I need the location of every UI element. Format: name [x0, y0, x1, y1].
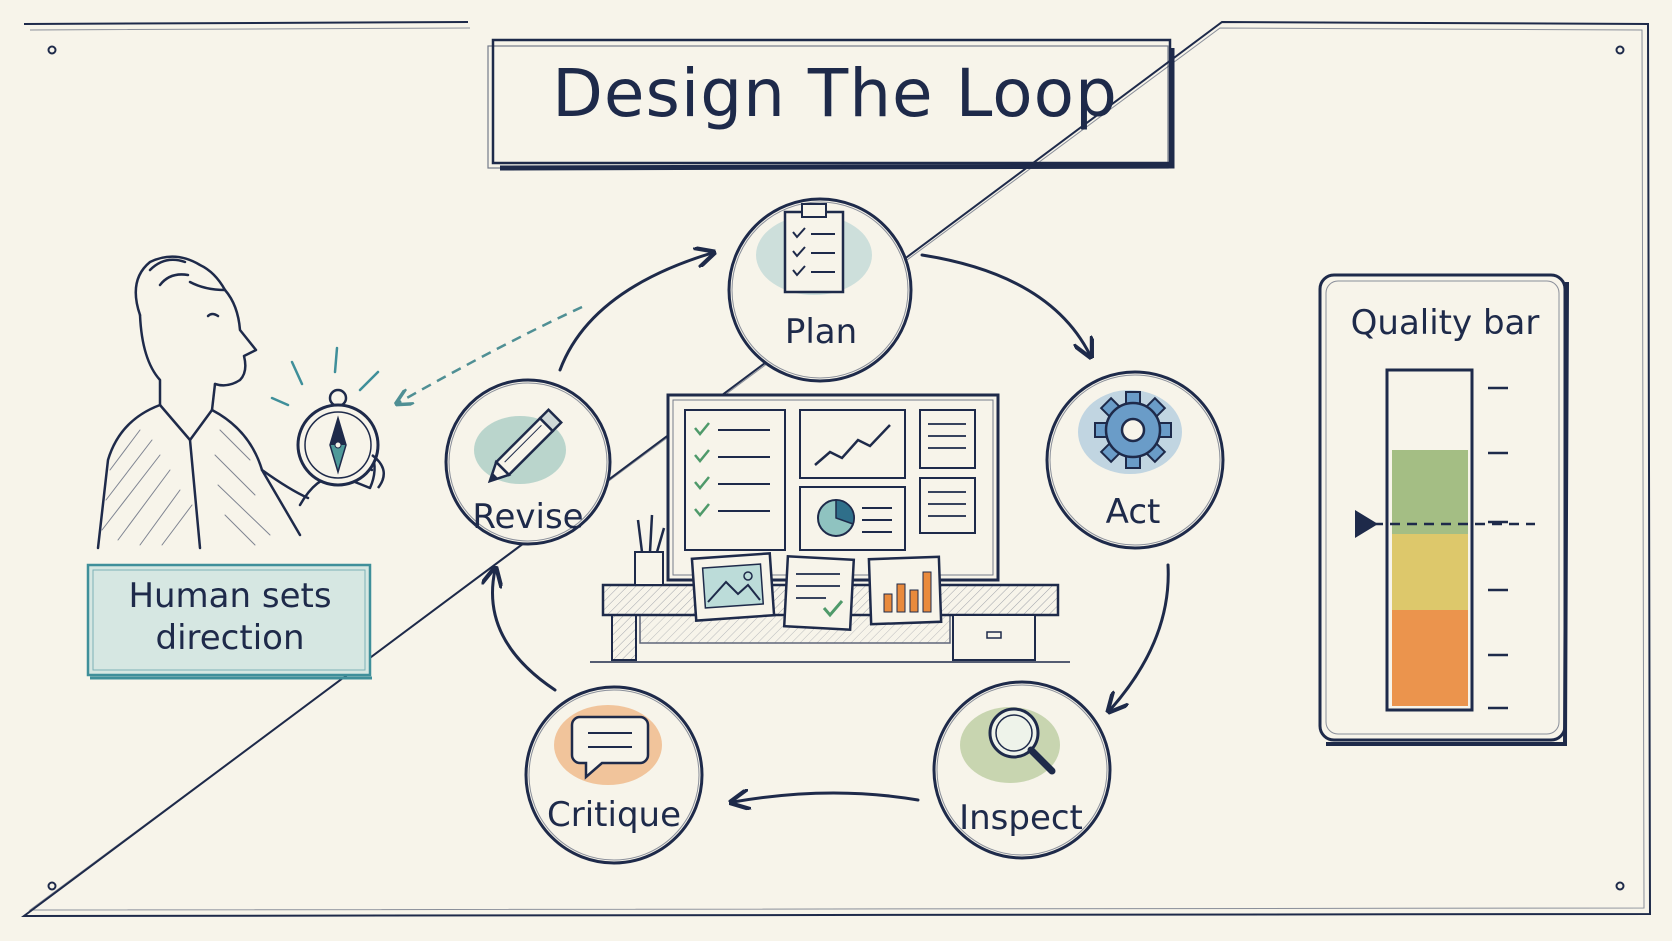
clipboard-checklist-icon [756, 203, 872, 295]
quality-gauge [1355, 368, 1535, 712]
inspect-node [932, 680, 1112, 860]
human-label-box [86, 563, 372, 680]
human-figure [96, 255, 376, 550]
document-check-card [782, 555, 856, 631]
loop-arrows [493, 253, 1170, 802]
image-card [690, 552, 776, 622]
revise-node [444, 378, 612, 546]
title-box [487, 38, 1175, 171]
act-label: Act [1105, 492, 1161, 532]
monitor-text-panels [919, 409, 976, 534]
quality-bar-label: Quality bar [1350, 303, 1540, 343]
magnifier-icon [960, 707, 1060, 783]
monitor-checklist-panel [684, 409, 786, 551]
act-node [1045, 370, 1225, 550]
critique-node [524, 685, 704, 865]
workstation-illustration [590, 393, 1070, 663]
gear-icon [1078, 390, 1182, 474]
page-title: Design The Loop [552, 55, 1118, 132]
monitor-line-chart-panel [799, 409, 906, 479]
compass-icon [270, 346, 385, 489]
monitor-pie-panel [799, 486, 906, 551]
pencil-cup [634, 514, 666, 586]
inspect-label: Inspect [959, 798, 1083, 838]
speech-bubble-icon [554, 705, 662, 785]
plan-label: Plan [784, 312, 858, 352]
human-label: Human sets direction [128, 576, 332, 658]
outer-frame [20, 20, 1652, 918]
quality-bar-panel [1318, 273, 1569, 746]
revise-label: Revise [472, 497, 584, 537]
pencil-icon [474, 407, 566, 484]
critique-label: Critique [547, 795, 681, 835]
direction-arrow [398, 305, 583, 403]
bar-chart-card [867, 555, 943, 626]
plan-node [727, 197, 913, 383]
